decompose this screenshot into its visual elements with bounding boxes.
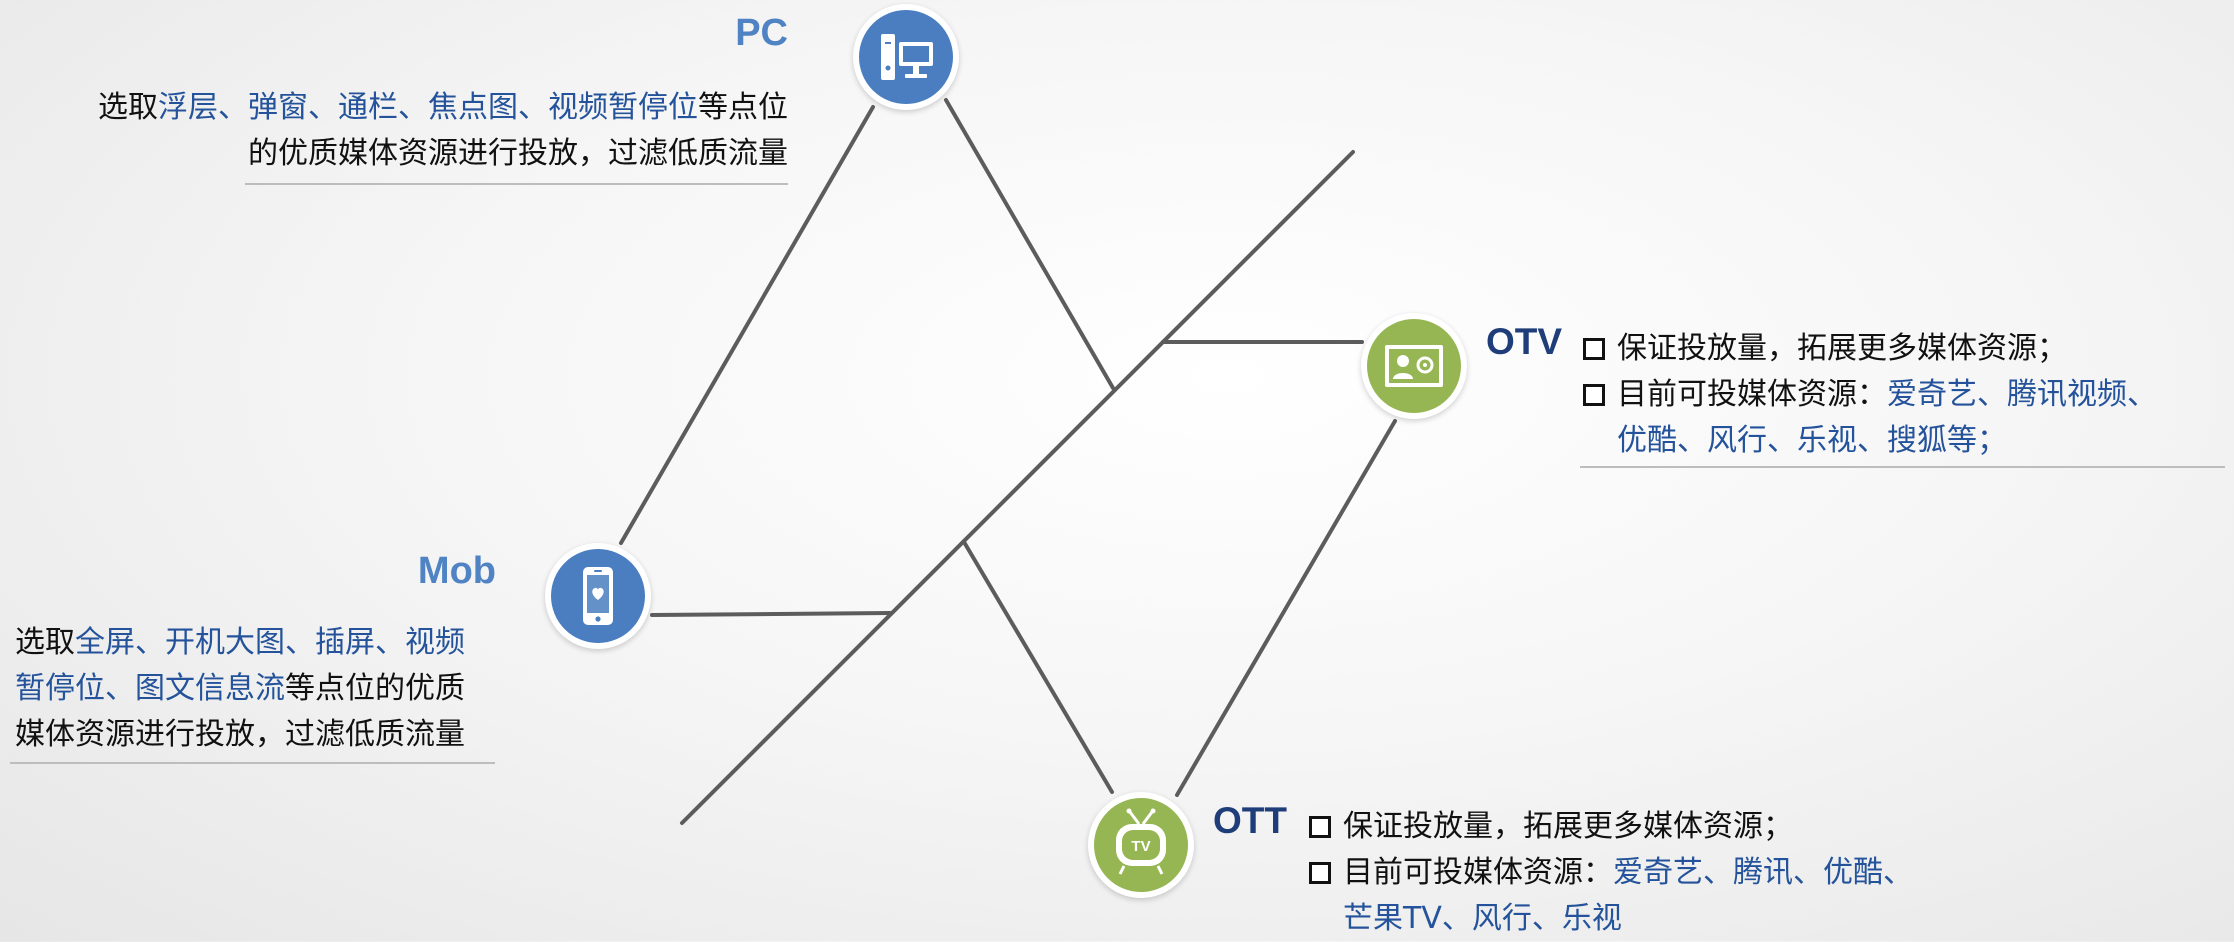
otv-node [1361,313,1467,419]
mob-desc-line1: 选取全屏、开机大图、插屏、视频 [15,625,465,660]
otv-bullet-2: 目前可投媒体资源：爱奇艺、腾讯视频、 优酷、风行、乐视、搜狐等； [1583,372,2157,464]
mob-desc-line3: 媒体资源进行投放，过滤低质流量 [15,717,465,752]
pc-right-line [944,98,1115,390]
smartphone-heart-icon [583,567,613,625]
square-bullet-icon [1309,862,1331,884]
ott-left-line [962,540,1114,794]
ott-node: TV [1088,792,1194,898]
mob-title: Mob [417,550,496,592]
mob-node [545,543,651,649]
square-bullet-icon [1309,816,1331,838]
ott-bullet-2: 目前可投媒体资源：爱奇艺、腾讯、优酷、 芒果TV、风行、乐视 [1309,850,1913,942]
ott-bullet-list: 保证投放量，拓展更多媒体资源； 目前可投媒体资源：爱奇艺、腾讯、优酷、 芒果TV… [1309,804,1913,942]
svg-text:TV: TV [1131,838,1150,855]
square-bullet-icon [1583,338,1605,360]
mob-branch-line [650,611,892,617]
otv-divider [1580,466,2225,468]
pc-title: PC [735,12,788,54]
pc-description: 选取浮层、弹窗、通栏、焦点图、视频暂停位等点位 的优质媒体资源进行投放，过滤低质… [98,85,788,177]
retro-tv-icon: TV [1116,808,1166,875]
mob-desc-line2: 暂停位、图文信息流等点位的优质 [15,671,465,706]
pc-node [853,4,959,110]
mob-description: 选取全屏、开机大图、插屏、视频 暂停位、图文信息流等点位的优质 媒体资源进行投放… [15,620,465,758]
otv-bullet-1: 保证投放量，拓展更多媒体资源； [1583,326,2157,372]
ott-right-line [1175,419,1397,797]
mob-divider [10,762,495,764]
square-bullet-icon [1583,384,1605,406]
main-spine-line [680,150,1355,825]
pc-desc-line1: 选取浮层、弹窗、通栏、焦点图、视频暂停位等点位 [98,90,788,125]
otv-bullet-list: 保证投放量，拓展更多媒体资源； 目前可投媒体资源：爱奇艺、腾讯视频、 优酷、风行… [1583,326,2157,464]
otv-title: OTV [1486,321,1563,362]
ott-bullet-1: 保证投放量，拓展更多媒体资源； [1309,804,1913,850]
ott-title: OTT [1213,800,1287,841]
pc-desc-line2: 的优质媒体资源进行投放，过滤低质流量 [248,136,788,171]
video-screen-icon [1385,345,1443,387]
desktop-computer-icon [881,34,933,80]
pc-left-line [619,105,875,545]
pc-divider [245,183,788,185]
